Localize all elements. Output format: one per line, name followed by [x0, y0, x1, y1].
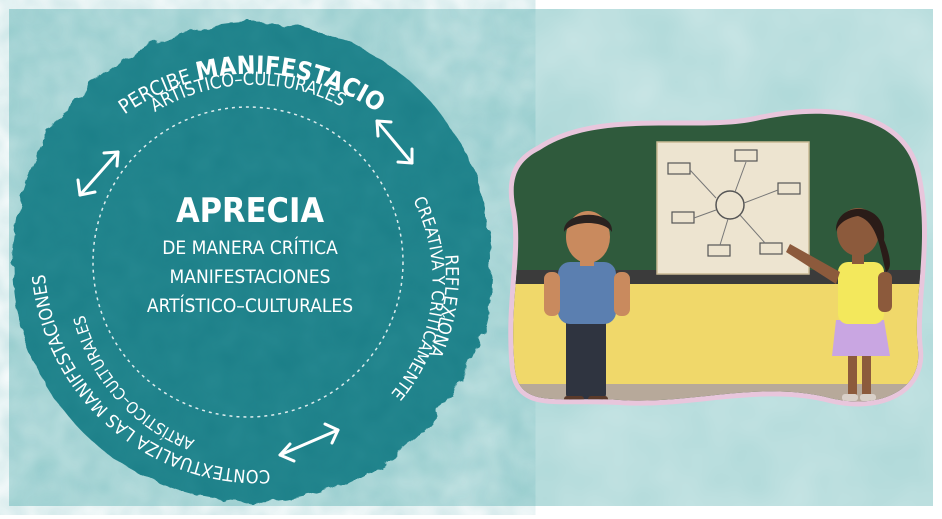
- center-title: APRECIA: [176, 191, 324, 231]
- double-arrow-icon: [76, 150, 120, 197]
- center-line-3: ARTÍSTICO–CULTURALES: [147, 294, 353, 317]
- double-arrow-icon: [375, 119, 414, 165]
- center-line-2: MANIFESTACIONES: [170, 266, 331, 288]
- girl-figure: [786, 208, 892, 401]
- double-arrow-icon: [278, 422, 340, 463]
- boy-figure: [544, 211, 630, 402]
- center-line-1: DE MANERA CRÍTICA: [162, 236, 338, 259]
- poster-board: [656, 141, 810, 275]
- classroom-illustration: [508, 108, 927, 407]
- disc-texture: [16, 26, 488, 498]
- inner-dashed-ring: [92, 106, 404, 418]
